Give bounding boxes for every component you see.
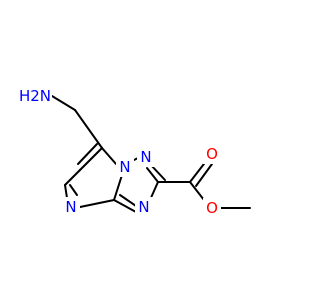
label-background [203,144,221,164]
bond-ccarb-o-double-2 [195,163,213,187]
atom-o-carbonyl: O [203,144,221,164]
atom-n-bridge: N [116,157,134,177]
atom-o-ester: O [203,198,221,218]
bond-c3a-n4 [79,199,115,208]
label-background [116,157,134,177]
bond-c6-c5 [64,169,81,186]
bond-c7-n8 [101,147,117,165]
bond-c7-c6 [79,147,103,171]
atom-label-pyrimidine-n: N [65,198,76,216]
bond-n3-c3a [113,199,137,213]
atom-label-bridge-n: N [119,158,130,176]
label-background [137,147,155,167]
atom-n-pyrimidine: N [62,197,80,217]
label-background [18,86,52,106]
label-background [203,198,221,218]
atom-n-triazole-top: N [137,147,155,167]
bond-ccarb-oester [189,181,205,201]
atom-label-carbonyl-o: O [206,145,218,163]
bond-c5-c4-double [69,184,78,196]
chemical-structure: H2N N N N N O O [18,86,251,218]
label-background [62,197,80,217]
bond-n3-c3a-double [119,194,137,207]
atom-label-layer: H2N N N N N O O [18,86,221,218]
bond-layer [51,95,251,213]
bond-n1-c2 [146,167,159,183]
atom-n-triazole-bottom: N [135,197,153,217]
atom-label-ester-o: O [206,199,218,217]
label-background [135,197,153,217]
bond-ch2-c7 [74,109,103,149]
bond-amine-ch2 [51,95,76,111]
bond-c5-c4 [64,184,68,199]
bond-c7-c6-double [77,143,98,165]
bond-c3a-n8 [113,174,123,201]
atom-n-amine: H2N [18,86,52,106]
atom-label-triazole-bottom-n: N [138,198,149,216]
atom-label-amine: H2N [19,87,51,105]
atom-label-triazole-top-n: N [140,148,151,166]
